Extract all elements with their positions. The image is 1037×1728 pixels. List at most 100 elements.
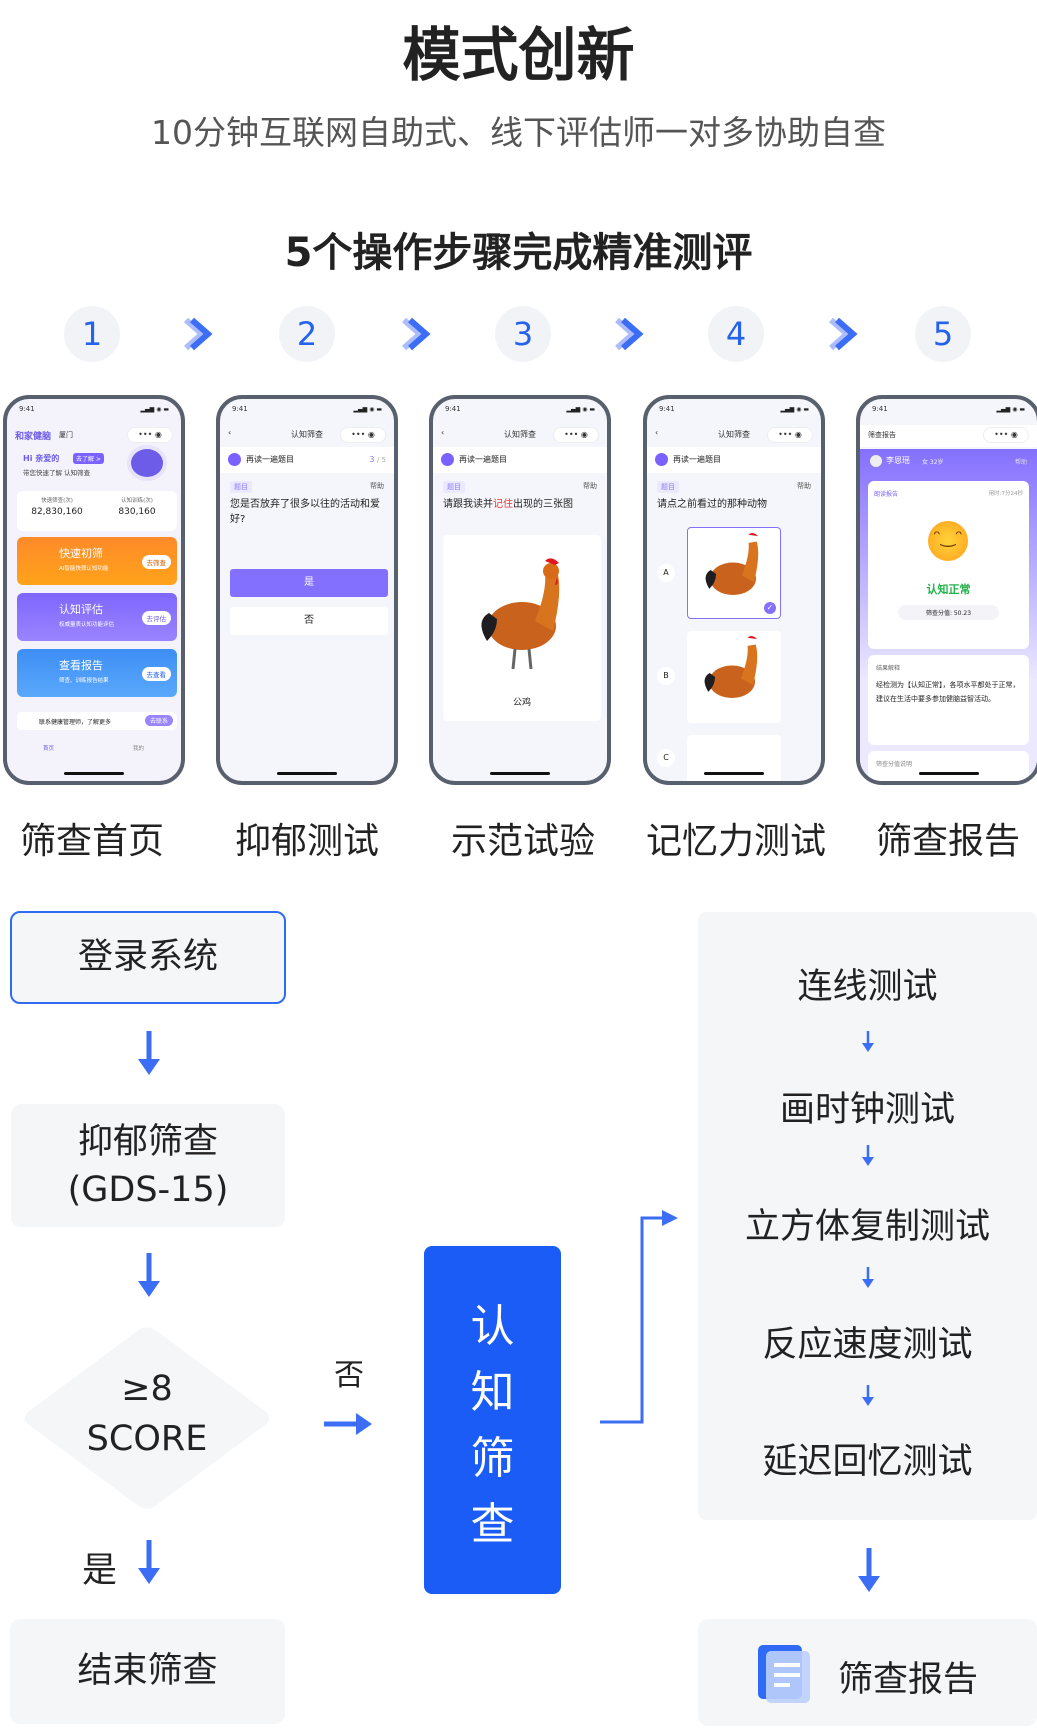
- check-icon: ✓: [764, 602, 776, 614]
- arrow-down-icon: [862, 1267, 874, 1288]
- option-label: A: [657, 564, 675, 582]
- tab-home[interactable]: 首页: [43, 746, 55, 752]
- contact-text: 联系健康管理师，了解更多: [39, 719, 112, 726]
- score-threshold: ≥8: [121, 1369, 173, 1409]
- reread-bar[interactable]: 再读一遍题目: [647, 447, 821, 473]
- option-c-card[interactable]: [687, 735, 781, 781]
- help-link[interactable]: 帮助: [370, 482, 384, 490]
- flow-login: 登录系统: [10, 911, 286, 1004]
- progress-indicator: 3 / 5: [369, 447, 386, 473]
- steps-title: 5个操作步骤完成精准测评: [284, 230, 753, 276]
- help-link[interactable]: 帮助: [1014, 459, 1027, 466]
- nav-title: 认知筛查: [291, 430, 323, 439]
- chevron-right-icon: [829, 317, 858, 351]
- read-report-button[interactable]: 朗读报告: [874, 491, 899, 498]
- document-icon: [758, 1645, 810, 1703]
- capsule-menu[interactable]: ••• ◉: [553, 427, 599, 443]
- card-title: 认知评估: [59, 603, 103, 616]
- stat-label: 快速筛查(次): [41, 498, 73, 504]
- test-item: 反应速度测试: [762, 1325, 973, 1365]
- reread-bar[interactable]: 再读一遍题目 3 / 5: [220, 447, 394, 473]
- brand-logo: 和家健脑: [15, 432, 52, 442]
- help-link[interactable]: 帮助: [797, 482, 811, 490]
- assessment-card[interactable]: 认知评估 权威量表认知功能评估 去评估: [17, 593, 177, 641]
- step-number: 1: [64, 306, 120, 362]
- score-label: SCORE: [86, 1419, 208, 1459]
- cognitive-char: 查: [470, 1499, 515, 1550]
- back-icon[interactable]: ‹: [228, 428, 232, 437]
- signal-icon: ▂▄▆ ◉ ▬: [780, 406, 809, 413]
- step-label: 筛查首页: [19, 821, 164, 862]
- page-subtitle: 10分钟互联网自助式、线下评估师一对多协助自查: [151, 113, 886, 152]
- option-a-card[interactable]: ✓: [687, 527, 781, 619]
- status-time: 9:41: [659, 405, 675, 413]
- capsule-menu[interactable]: ••• ◉: [340, 427, 386, 443]
- card-button[interactable]: 去查看: [141, 667, 171, 681]
- card-desc: AI智能快筛认知功能: [59, 566, 109, 572]
- progress-total: / 5: [376, 456, 386, 464]
- capsule-menu[interactable]: ••• ◉: [127, 427, 173, 443]
- cognitive-char: 认: [470, 1301, 515, 1352]
- stat-value: 830,160: [118, 507, 156, 517]
- help-link[interactable]: 帮助: [583, 482, 597, 490]
- status-time: 9:41: [872, 405, 888, 413]
- nav-title: 认知筛查: [718, 430, 750, 439]
- rooster-image: [705, 533, 759, 596]
- question-tag: 题目: [657, 481, 679, 493]
- arrow-down-icon: [138, 1540, 160, 1584]
- question-tag: 题目: [230, 481, 252, 493]
- explain-card: 结果解释 经检测为【认知正常】，各项水平都处于正常，建议在生活中要多参加健脑益智…: [868, 655, 1029, 745]
- image-caption: 公鸡: [512, 698, 531, 708]
- city-select[interactable]: 厦门: [59, 431, 73, 439]
- flow-cognitive-screening: 认 知 筛 查: [424, 1246, 561, 1594]
- score-explain-card: 筛查分值说明: [868, 751, 1029, 781]
- nav-title[interactable]: 筛查报告: [868, 431, 896, 439]
- contact-bar[interactable]: 联系健康管理师，了解更多 去联系: [17, 712, 177, 730]
- contact-button[interactable]: 去联系: [144, 715, 173, 726]
- tab-me[interactable]: 我的: [133, 746, 145, 752]
- question-text: 请跟我读并记住出现的三张图: [443, 497, 599, 512]
- status-time: 9:41: [232, 405, 248, 413]
- step-label: 筛查报告: [875, 821, 1020, 862]
- option-b-card[interactable]: [687, 631, 781, 723]
- play-icon[interactable]: [228, 453, 241, 466]
- phone-depression-test: 9:41 ▂▄▆ ◉ ▬ ‹认知筛查••• ◉ 再读一遍题目 3 / 5 题目 …: [216, 395, 398, 785]
- arrow-down-icon: [138, 1253, 160, 1297]
- play-icon[interactable]: [655, 453, 668, 466]
- smiley-icon: ᵔ‿ᵔ: [928, 521, 968, 561]
- play-icon[interactable]: [441, 453, 454, 466]
- stats-card: 快速筛查(次) 82,830,160 认知训练(次) 830,160: [17, 491, 177, 531]
- test-item: 连线测试: [797, 967, 938, 1007]
- result-status: 认知正常: [926, 583, 971, 596]
- stat-value: 82,830,160: [31, 507, 83, 517]
- back-icon[interactable]: ‹: [441, 428, 445, 437]
- learn-button[interactable]: 去了解 >: [73, 453, 104, 464]
- cognitive-char: 知: [470, 1367, 515, 1418]
- home-indicator: [490, 772, 550, 775]
- card-button[interactable]: 去评估: [141, 611, 171, 625]
- arrow-down-icon: [862, 1031, 874, 1052]
- report-card[interactable]: 查看报告 筛查、训练报告结果 去查看: [17, 649, 177, 697]
- home-indicator: [64, 772, 124, 775]
- intro-text: 带您快速了解 认知筛查: [23, 469, 91, 477]
- q-pre: 请跟我读并: [443, 499, 493, 510]
- explain-text: 经检测为【认知正常】，各项水平都处于正常，建议在生活中要多参加健脑益智活动。: [876, 681, 1020, 703]
- question-text: 请点之前看过的那种动物: [657, 499, 767, 510]
- capsule-menu[interactable]: ••• ◉: [767, 427, 813, 443]
- step-label: 抑郁测试: [234, 821, 379, 862]
- no-button[interactable]: 否: [230, 607, 388, 635]
- status-time: 9:41: [445, 405, 461, 413]
- q-highlight: 记住: [493, 499, 513, 510]
- chevron-right-icon: [184, 317, 213, 351]
- capsule-menu[interactable]: ••• ◉: [983, 427, 1029, 443]
- progress-current: 3: [369, 455, 375, 464]
- quick-screen-card[interactable]: 快速初筛 AI智能快筛认知功能 去筛查: [17, 537, 177, 585]
- question-text: 您是否放弃了很多以往的活动和爱好?: [230, 499, 380, 525]
- step-number: 4: [708, 306, 764, 362]
- back-icon[interactable]: ‹: [655, 428, 659, 437]
- reread-bar[interactable]: 再读一遍题目: [433, 447, 607, 473]
- yes-button[interactable]: 是: [230, 569, 388, 597]
- card-button[interactable]: 去筛查: [141, 555, 171, 569]
- score-value: 筛查分值: 50.23: [898, 605, 999, 620]
- chevron-right-icon: [615, 317, 644, 351]
